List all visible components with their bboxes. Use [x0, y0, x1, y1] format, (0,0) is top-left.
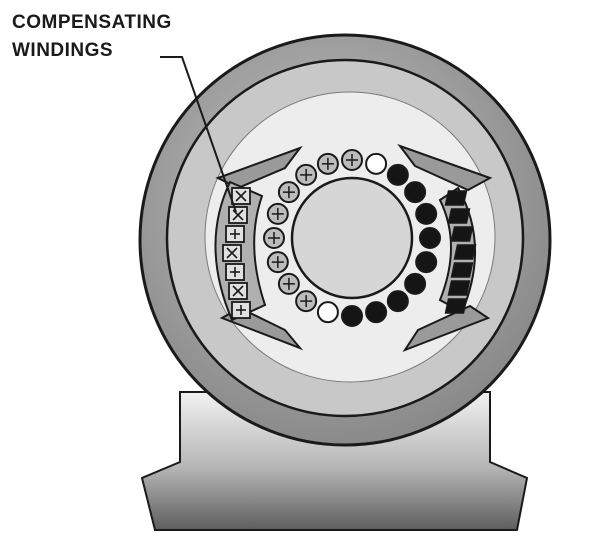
label-leader-line — [160, 56, 237, 213]
compensating-winding-slot — [231, 301, 251, 319]
compensating-winding-slot — [231, 187, 251, 205]
rotor-conductor — [263, 227, 285, 249]
compensating-winding-slot — [222, 244, 242, 262]
label-compensating: COMPENSATING — [12, 12, 172, 33]
rotor-conductor — [386, 290, 409, 313]
rotor-conductor — [266, 251, 289, 274]
pole-shoe-top-right — [397, 143, 493, 192]
compensating-winding-slot — [228, 282, 248, 300]
rotor-conductor — [365, 152, 388, 175]
compensating-winding-slot — [444, 298, 468, 314]
compensating-windings-right — [444, 190, 477, 314]
rotor-conductor — [404, 181, 427, 204]
compensating-winding-slot — [450, 226, 474, 242]
pole-shoe-bottom-right — [402, 304, 491, 353]
rotor-conductor — [316, 152, 339, 175]
rotor-conductor — [266, 202, 289, 225]
compensating-windings-left — [222, 187, 251, 319]
rotor-conductors — [263, 149, 441, 327]
rotor-conductor — [316, 301, 339, 324]
compensating-winding-slot — [444, 190, 468, 206]
rotor-conductor — [341, 149, 363, 171]
rotor-conductor — [277, 181, 300, 204]
compensating-winding-slot — [225, 263, 245, 281]
rotor-conductor — [419, 227, 441, 249]
compensating-winding-slot — [228, 206, 248, 224]
compensating-winding-slot — [447, 280, 471, 296]
compensating-winding-slot — [453, 244, 477, 260]
rotor-conductor — [386, 163, 409, 186]
compensating-winding-slot — [447, 208, 471, 224]
rotor-conductor — [415, 251, 438, 274]
compensating-winding-slot — [450, 262, 474, 278]
rotor-conductor — [365, 301, 388, 324]
rotor-conductor — [341, 305, 363, 327]
compensating-winding-slot — [225, 225, 245, 243]
rotor-conductor — [277, 272, 300, 295]
label-windings: WINDINGS — [12, 40, 114, 61]
rotor-conductor — [404, 272, 427, 295]
rotor-conductor — [295, 163, 318, 186]
rotor — [290, 176, 414, 300]
rotor-conductor — [415, 202, 438, 225]
rotor-conductor — [295, 290, 318, 313]
